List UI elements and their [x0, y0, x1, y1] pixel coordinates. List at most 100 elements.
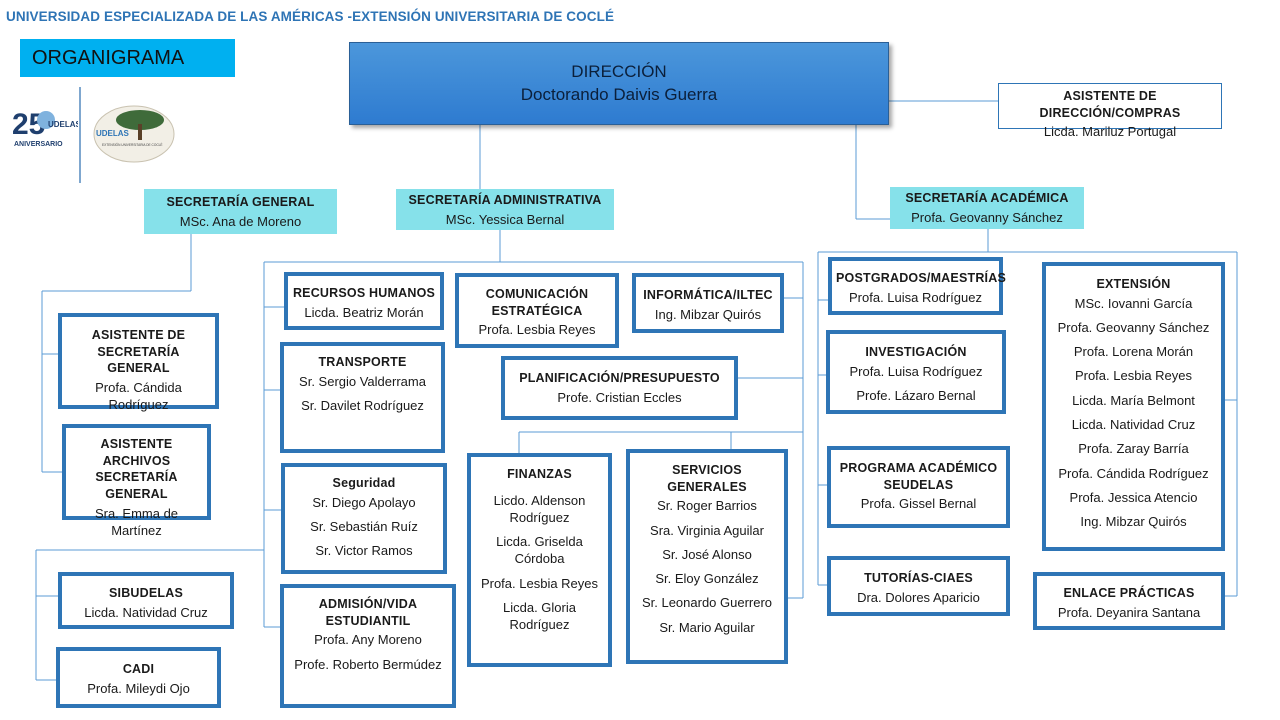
anniversary-logo: 25 UDELAS ANIVERSARIO [10, 96, 82, 152]
seguridad-box: Seguridad Sr. Diego Apolayo Sr. Sebastiá… [281, 463, 447, 574]
admision-box: ADMISIÓN/VIDA ESTUDIANTIL Profa. Any Mor… [280, 584, 456, 708]
admision-title: ADMISIÓN/VIDA ESTUDIANTIL [318, 597, 418, 628]
extension-person-10: Ing. Mibzar Quirós [1080, 514, 1187, 530]
cadi-title: CADI [122, 662, 155, 676]
informatica-title: INFORMÁTICA/ILTEC [643, 288, 773, 302]
transporte-title: TRANSPORTE [318, 355, 407, 369]
programa-title: PROGRAMA ACADÉMICO SEUDELAS [839, 461, 998, 492]
admision-person-2: Profe. Roberto Bermúdez [294, 656, 442, 672]
servicios-person-1: Sr. Roger Barrios [657, 498, 757, 514]
programa-name: Profa. Gissel Bernal [860, 496, 977, 512]
postgrados-name: Profa. Luisa Rodríguez [849, 289, 982, 305]
sibudelas-title: SIBUDELAS [108, 586, 184, 600]
planificacion-title: PLANIFICACIÓN/PRESUPUESTO [519, 371, 720, 385]
seguridad-person-2: Sr. Sebastián Ruíz [310, 518, 418, 534]
seguridad-person-3: Sr. Victor Ramos [315, 543, 413, 559]
direction-box: DIRECCIÓN Doctorando Daivis Guerra [349, 42, 889, 125]
sec-admin-name: MSc. Yessica Bernal [445, 211, 565, 227]
extension-person-8: Profa. Cándida Rodríguez [1058, 465, 1209, 481]
investigacion-person-2: Profe. Lázaro Bernal [856, 387, 976, 403]
comunicacion-name: Profa. Lesbia Reyes [478, 322, 596, 338]
extension-person-9: Profa. Jessica Atencio [1069, 489, 1198, 505]
extension-logo: UDELAS EXTENSIÓN UNIVERSITARIA DE COCLÉ [88, 100, 176, 164]
tutorias-title: TUTORÍAS-CIAES [864, 571, 973, 585]
servicios-person-3: Sr. José Alonso [662, 546, 752, 562]
extension-person-7: Profa. Zaray Barría [1078, 441, 1189, 457]
direction-name: Doctorando Daivis Guerra [520, 84, 718, 104]
investigacion-person-1: Profa. Luisa Rodríguez [849, 363, 983, 379]
comunicacion-box: COMUNICACIÓN ESTRATÉGICA Profa. Lesbia R… [455, 273, 619, 348]
enlace-box: ENLACE PRÁCTICAS Profa. Deyanira Santana [1033, 572, 1225, 630]
archives-sg-title: ASISTENTE ARCHIVOS SECRETARÍA GENERAL [95, 437, 178, 501]
comunicacion-title: COMUNICACIÓN ESTRATÉGICA [485, 287, 589, 318]
archives-sg-box: ASISTENTE ARCHIVOS SECRETARÍA GENERAL Sr… [62, 424, 211, 538]
enlace-title: ENLACE PRÁCTICAS [1063, 586, 1195, 600]
assistant-direction-name: Licda. Mariluz Portugal [1043, 124, 1177, 140]
sec-academica-box: SECRETARÍA ACADÉMICA Profa. Geovanny Sán… [890, 187, 1084, 229]
cadi-box: CADI Profa. Mileydi Ojo [56, 647, 221, 708]
university-title: UNIVERSIDAD ESPECIALIZADA DE LAS AMÉRICA… [6, 9, 615, 24]
investigacion-box: INVESTIGACIÓN Profa. Luisa Rodríguez Pro… [826, 330, 1006, 414]
admision-person-1: Profa. Any Moreno [314, 632, 422, 648]
rrhh-title: RECURSOS HUMANOS [292, 286, 436, 300]
finanzas-person-2: Licda. Griselda Córdoba [496, 534, 583, 567]
archives-sg-name: Sra. Emma de Martínez [94, 505, 179, 538]
tutorias-box: TUTORÍAS-CIAES Dra. Dolores Aparicio [827, 556, 1010, 616]
extension-person-2: Profa. Geovanny Sánchez [1057, 319, 1210, 335]
servicios-title: SERVICIOS GENERALES [667, 463, 747, 494]
sec-admin-box: SECRETARÍA ADMINISTRATIVA MSc. Yessica B… [396, 189, 614, 230]
assistant-sg-title: ASISTENTE DE SECRETARÍA GENERAL [91, 328, 186, 376]
rrhh-name: Licda. Beatriz Morán [304, 304, 424, 320]
finanzas-person-4: Licda. Gloria Rodríguez [503, 600, 576, 633]
transporte-person-2: Sr. Davilet Rodríguez [301, 397, 424, 413]
extension-logo-caption: EXTENSIÓN UNIVERSITARIA DE COCLÉ [102, 142, 163, 147]
extension-person-4: Profa. Lesbia Reyes [1074, 368, 1193, 384]
finanzas-box: FINANZAS Licdo. Aldenson Rodríguez Licda… [467, 453, 612, 667]
servicios-person-6: Sr. Mario Aguilar [659, 619, 755, 635]
investigacion-title: INVESTIGACIÓN [865, 345, 967, 359]
extension-person-1: MSc. Iovanni García [1074, 295, 1193, 311]
transporte-box: TRANSPORTE Sr. Sergio Valderrama Sr. Dav… [280, 342, 445, 453]
informatica-box: INFORMÁTICA/ILTEC Ing. Mibzar Quirós [632, 273, 784, 333]
sec-general-name: MSc. Ana de Moreno [179, 213, 302, 229]
servicios-person-2: Sra. Virginia Aguilar [650, 522, 764, 538]
planificacion-box: PLANIFICACIÓN/PRESUPUESTO Profe. Cristia… [501, 356, 738, 420]
programa-box: PROGRAMA ACADÉMICO SEUDELAS Profa. Gisse… [827, 446, 1010, 528]
seguridad-person-1: Sr. Diego Apolayo [312, 494, 416, 510]
organigram-label: ORGANIGRAMA [20, 39, 235, 77]
sec-academica-title: SECRETARÍA ACADÉMICA [905, 191, 1069, 205]
assistant-direction-box: ASISTENTE DE DIRECCIÓN/COMPRAS Licda. Ma… [998, 83, 1222, 139]
sec-general-title: SECRETARÍA GENERAL [166, 195, 315, 209]
servicios-person-5: Sr. Leonardo Guerrero [641, 595, 773, 611]
enlace-name: Profa. Deyanira Santana [1057, 604, 1201, 620]
sibudelas-box: SIBUDELAS Licda. Natividad Cruz [58, 572, 234, 629]
finanzas-person-3: Profa. Lesbia Reyes [480, 575, 599, 591]
finanzas-title: FINANZAS [507, 467, 572, 481]
extension-person-3: Profa. Lorena Morán [1073, 344, 1194, 360]
servicios-person-4: Sr. Eloy González [655, 571, 759, 587]
informatica-name: Ing. Mibzar Quirós [654, 306, 762, 322]
anniversary-brand: UDELAS [48, 120, 78, 129]
extension-box: EXTENSIÓN MSc. Iovanni García Profa. Geo… [1042, 262, 1225, 551]
seguridad-title: Seguridad [332, 476, 396, 490]
extension-title: EXTENSIÓN [1096, 277, 1171, 291]
logo-divider [79, 87, 81, 183]
cadi-name: Profa. Mileydi Ojo [87, 680, 190, 696]
direction-title: DIRECCIÓN [571, 62, 667, 81]
postgrados-box: POSTGRADOS/MAESTRÍAS Profa. Luisa Rodríg… [828, 257, 1006, 315]
extension-person-6: Licda. Natividad Cruz [1071, 417, 1196, 433]
rrhh-box: RECURSOS HUMANOS Licda. Beatriz Morán [284, 272, 444, 330]
sec-academica-name: Profa. Geovanny Sánchez [911, 209, 1063, 225]
sec-admin-title: SECRETARÍA ADMINISTRATIVA [408, 193, 602, 207]
sibudelas-name: Licda. Natividad Cruz [84, 604, 208, 620]
extension-person-5: Licda. María Belmont [1072, 392, 1195, 408]
postgrados-title: POSTGRADOS/MAESTRÍAS [836, 271, 1006, 285]
sec-general-box: SECRETARÍA GENERAL MSc. Ana de Moreno [144, 189, 337, 234]
assistant-sg-name: Profa. Cándida Rodríguez [95, 379, 182, 413]
anniversary-caption: ANIVERSARIO [14, 141, 63, 148]
transporte-person-1: Sr. Sergio Valderrama [299, 373, 426, 389]
assistant-sg-box: ASISTENTE DE SECRETARÍA GENERAL Profa. C… [58, 313, 219, 412]
tutorias-name: Dra. Dolores Aparicio [857, 589, 980, 605]
planificacion-name: Profe. Cristian Eccles [557, 389, 682, 405]
